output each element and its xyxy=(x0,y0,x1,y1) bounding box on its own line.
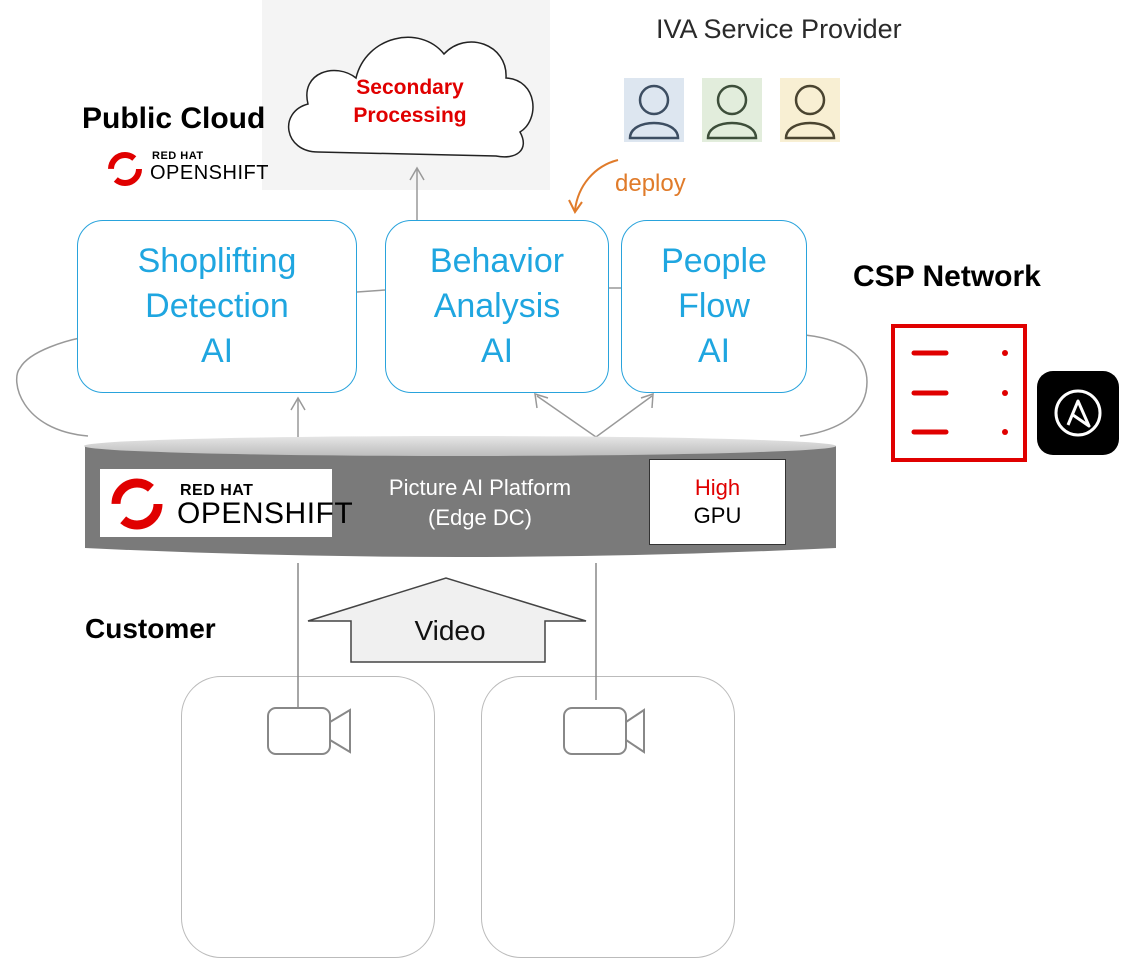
logo-red-hat-text: RED HAT xyxy=(180,482,254,499)
gpu-box: High GPU xyxy=(649,459,786,545)
service-provider-title: IVA Service Provider xyxy=(656,14,902,44)
platform-line-1: Picture AI Platform xyxy=(388,475,572,500)
camera-site-1 xyxy=(181,676,435,958)
cloud-line-2: Processing xyxy=(353,104,467,127)
ai-box-line: Analysis xyxy=(433,287,561,325)
openshift-icon xyxy=(111,478,163,530)
gpu-line-1: High xyxy=(694,475,741,500)
server-icon xyxy=(891,324,1027,462)
ai-box-shoplifting: Shoplifting Detection AI xyxy=(77,220,357,393)
ring-ellipse xyxy=(16,334,868,437)
ai-box-line: AI xyxy=(200,332,234,370)
user-icon xyxy=(702,78,762,142)
logo-openshift-text: OPENSHIFT xyxy=(177,497,354,530)
ai-box-line: Flow xyxy=(678,287,750,325)
openshift-logo-small: RED HAT OPENSHIFT xyxy=(104,148,268,190)
ai-box-line: Behavior xyxy=(429,242,565,280)
ai-box-line: People xyxy=(661,242,767,280)
logo-openshift-text: OPENSHIFT xyxy=(150,162,269,184)
video-arrow xyxy=(307,577,587,663)
video-label: Video xyxy=(414,615,486,646)
ai-box-behavior: Behavior Analysis AI xyxy=(385,220,609,393)
ai-box-people-flow: People Flow AI xyxy=(621,220,807,393)
customer-label: Customer xyxy=(85,613,216,644)
ai-box-line: Detection xyxy=(145,287,289,325)
cloud-line-1: Secondary xyxy=(356,76,464,99)
ai-box-line: AI xyxy=(697,332,731,370)
openshift-logo-platform: RED HAT OPENSHIFT xyxy=(100,469,353,537)
cloud-shape xyxy=(287,36,534,158)
public-cloud-label: Public Cloud xyxy=(82,102,266,135)
ansible-icon xyxy=(1037,371,1119,455)
camera-site-2 xyxy=(481,676,735,958)
openshift-icon xyxy=(108,152,142,186)
ai-box-line: AI xyxy=(480,332,514,370)
gpu-line-2: GPU xyxy=(693,503,742,528)
deploy-arrow xyxy=(574,159,619,211)
secondary-processing: Secondary Processing xyxy=(300,74,520,130)
platform-label: Picture AI Platform (Edge DC) xyxy=(330,473,630,533)
platform-line-2: (Edge DC) xyxy=(428,505,532,530)
logo-red-hat-text: RED HAT xyxy=(152,150,204,162)
user-icon xyxy=(624,78,684,142)
service-provider-users xyxy=(624,78,840,142)
csp-network-label: CSP Network xyxy=(853,260,1041,293)
deploy-label: deploy xyxy=(615,170,686,197)
user-icon xyxy=(780,78,840,142)
ai-box-line: Shoplifting xyxy=(137,242,297,280)
